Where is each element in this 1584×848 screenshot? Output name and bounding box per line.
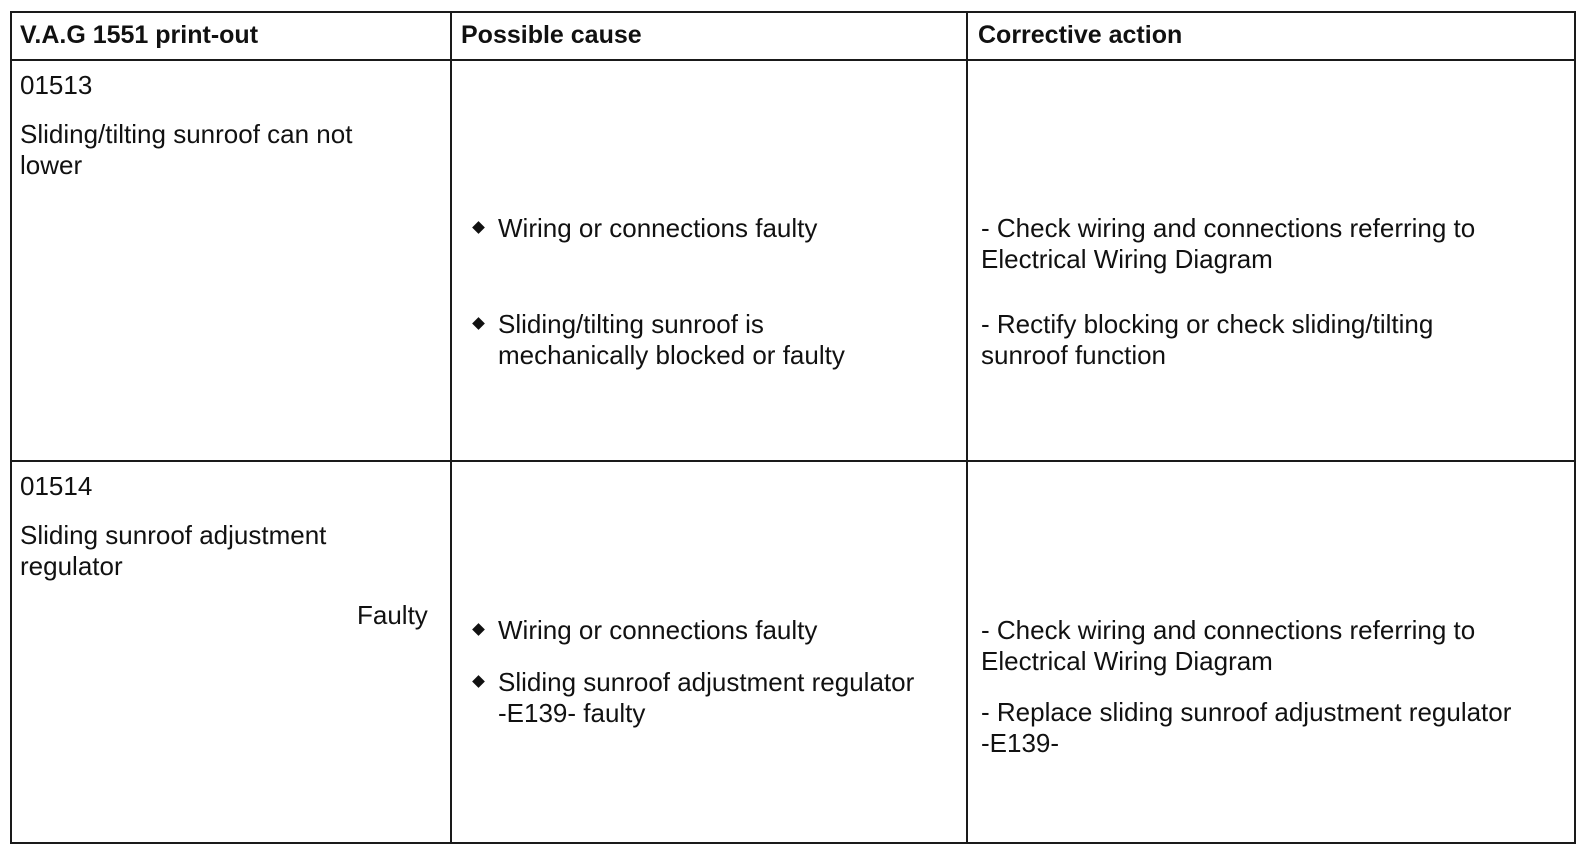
cause-text: Sliding sunroof adjustment regulator <box>498 667 915 697</box>
fault-description: lower <box>20 150 83 180</box>
cause-text: Sliding/tilting sunroof is <box>498 309 764 339</box>
header-corrective-action: Corrective action <box>978 21 1183 49</box>
fault-description: Sliding/tilting sunroof can not <box>20 119 353 149</box>
column-divider <box>450 11 452 844</box>
bullet-icon <box>472 317 485 330</box>
cause-item: Sliding/tilting sunroof is mechanically … <box>470 309 845 371</box>
action-text: -E139- <box>981 728 1060 758</box>
action-text: - Replace sliding sunroof adjustment reg… <box>981 697 1512 727</box>
bullet-icon <box>472 221 485 234</box>
column-divider <box>966 11 968 844</box>
fault-description: regulator <box>20 551 123 581</box>
bullet-icon <box>472 675 485 688</box>
cause-item: Wiring or connections faulty <box>470 213 817 244</box>
row-divider <box>10 460 1576 462</box>
cause-text: -E139- faulty <box>498 698 646 728</box>
action-text: Electrical Wiring Diagram <box>981 244 1273 274</box>
action-text: Electrical Wiring Diagram <box>981 646 1273 676</box>
fault-code: 01513 <box>20 70 93 100</box>
cause-text: Wiring or connections faulty <box>498 615 818 645</box>
table-border <box>10 11 1576 844</box>
cause-text: mechanically blocked or faulty <box>498 340 845 370</box>
action-text: - Check wiring and connections referring… <box>981 615 1476 645</box>
cause-item: Sliding sunroof adjustment regulator -E1… <box>470 667 914 729</box>
fault-status: Faulty <box>357 600 428 630</box>
cause-item: Wiring or connections faulty <box>470 615 817 646</box>
action-text: - Rectify blocking or check sliding/tilt… <box>981 309 1434 339</box>
fault-code: 01514 <box>20 471 93 501</box>
cause-text: Wiring or connections faulty <box>498 213 818 243</box>
action-text: - Check wiring and connections referring… <box>981 213 1476 243</box>
action-text: sunroof function <box>981 340 1167 370</box>
bullet-icon <box>472 623 485 636</box>
fault-description: Sliding sunroof adjustment <box>20 520 327 550</box>
header-divider <box>10 59 1576 61</box>
header-possible-cause: Possible cause <box>461 21 642 49</box>
header-printout: V.A.G 1551 print-out <box>20 21 259 49</box>
